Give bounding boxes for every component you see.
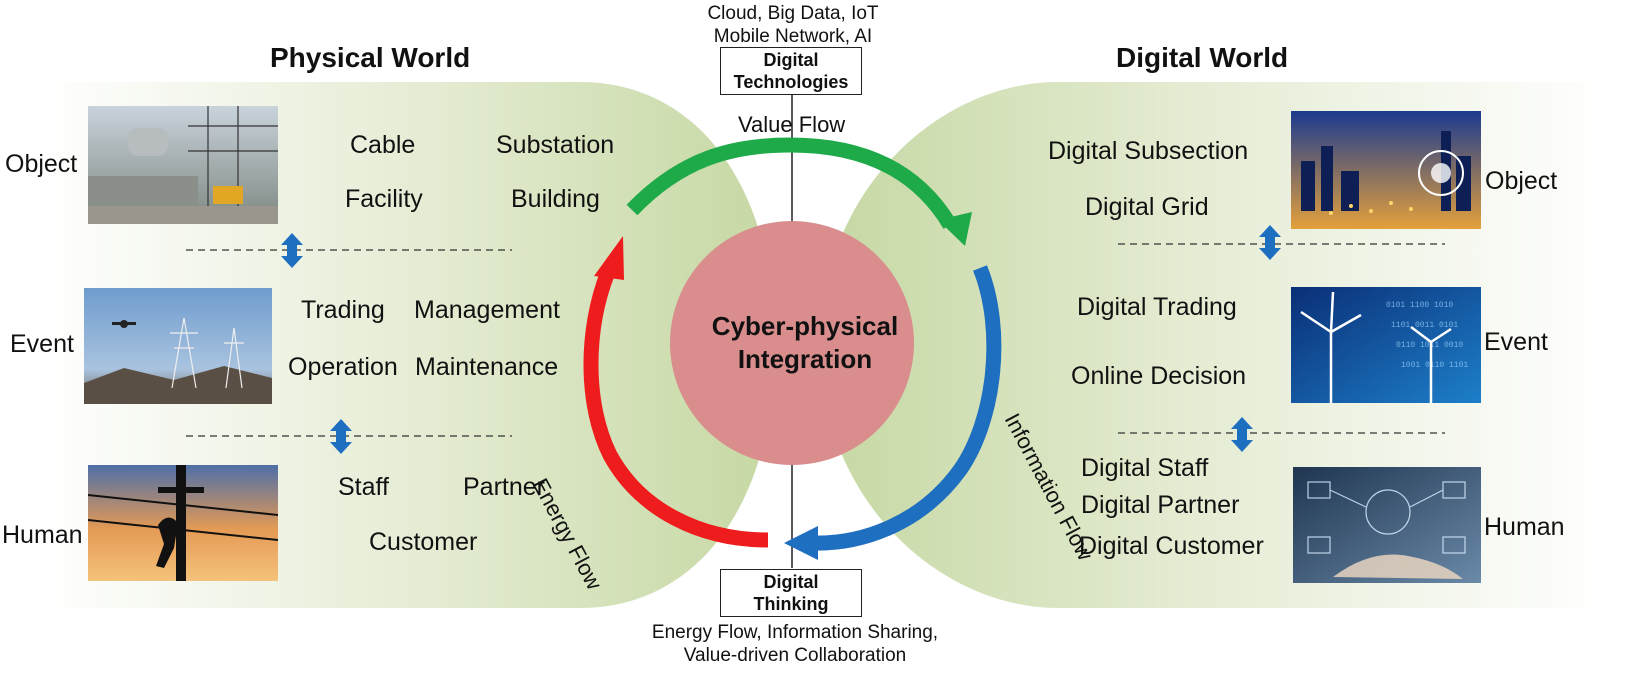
item-digital-subsection: Digital Subsection <box>1048 137 1249 165</box>
item-digital-customer: Digital Customer <box>1079 532 1264 560</box>
svg-text:0110 1011 0010: 0110 1011 0010 <box>1396 341 1463 350</box>
item-building: Building <box>511 185 600 213</box>
digital-technologies-box: Digital Technologies <box>720 47 862 95</box>
item-facility: Facility <box>345 185 423 213</box>
svg-text:1101 0011 0101: 1101 0011 0101 <box>1391 321 1458 330</box>
value-flow-arrow <box>626 137 957 229</box>
item-digital-staff: Digital Staff <box>1081 454 1209 482</box>
item-online-decision: Online Decision <box>1071 362 1247 390</box>
item-staff: Staff <box>338 473 389 501</box>
value-flow-arrowhead <box>938 212 972 246</box>
information-flow-arrow <box>809 265 1002 551</box>
energy-flow-arrow <box>583 269 769 548</box>
tech-list-line1: Cloud, Big Data, IoT <box>707 3 879 24</box>
item-digital-trading: Digital Trading <box>1077 293 1237 321</box>
physical-human-label: Human <box>2 521 83 549</box>
item-cable: Cable <box>350 131 416 159</box>
digital-world-title: Digital World <box>1116 42 1289 73</box>
item-trading: Trading <box>301 296 385 324</box>
item-management: Management <box>414 296 560 324</box>
physical-object-label: Object <box>5 150 78 178</box>
item-customer: Customer <box>369 528 478 556</box>
thinking-list-line2: Value-driven Collaboration <box>683 645 907 666</box>
digital-technologies-line2: Technologies <box>733 72 849 92</box>
center-label-line2: Integration <box>737 343 873 374</box>
item-maintenance: Maintenance <box>415 353 559 381</box>
information-flow-arrowhead <box>784 526 818 560</box>
center-circle <box>670 221 914 465</box>
value-flow-label: Value Flow <box>738 112 846 137</box>
wind-turbine-photo: 0101 1100 1010 1101 0011 0101 0110 1011 00… <box>1291 287 1481 403</box>
physical-event-label: Event <box>10 330 74 358</box>
double-arrow-icons <box>281 225 1281 454</box>
digital-thinking-line1: Digital <box>763 571 819 592</box>
svg-text:0101 1100 1010: 0101 1100 1010 <box>1386 301 1453 310</box>
digital-object-label: Object <box>1485 167 1558 195</box>
item-partner: Partner <box>463 473 545 501</box>
drone-tower-photo <box>84 288 272 404</box>
item-substation: Substation <box>496 131 615 159</box>
item-digital-grid: Digital Grid <box>1085 193 1209 221</box>
lineman-photo <box>88 465 278 581</box>
physical-world-title: Physical World <box>270 42 471 73</box>
center-label-line1: Cyber-physical <box>711 311 899 341</box>
item-digital-partner: Digital Partner <box>1081 491 1240 519</box>
thinking-list-line1: Energy Flow, Information Sharing, <box>651 622 939 643</box>
item-operation: Operation <box>288 353 398 381</box>
tech-list-line2: Mobile Network, AI <box>713 26 873 47</box>
energy-flow-arrowhead <box>594 236 624 280</box>
substation-photo <box>88 106 278 224</box>
center-label: Cyber-physical Integration <box>690 310 920 375</box>
svg-text:1001 0110 1101: 1001 0110 1101 <box>1401 361 1468 370</box>
digital-thinking-box: Digital Thinking <box>720 569 862 617</box>
separator-lines <box>186 243 1445 437</box>
digital-city-photo <box>1291 111 1481 229</box>
digital-technologies-line1: Digital <box>763 49 819 70</box>
digital-human-label: Human <box>1484 513 1565 541</box>
digital-human-photo <box>1293 467 1481 583</box>
digital-event-label: Event <box>1484 328 1548 356</box>
digital-thinking-line2: Thinking <box>753 594 829 614</box>
